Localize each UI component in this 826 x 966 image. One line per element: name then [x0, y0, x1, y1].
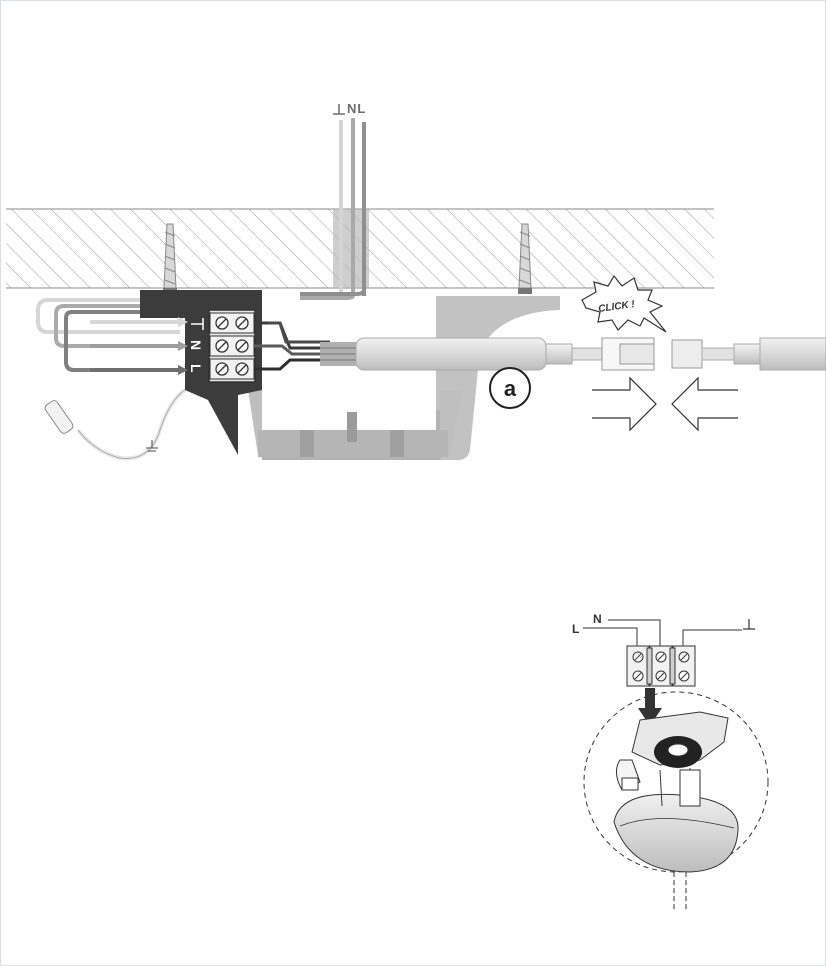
- earth-icon: [333, 104, 345, 115]
- hollow-arrow-left-icon: [671, 376, 738, 432]
- earth-icon: [191, 318, 204, 330]
- click-callout-label: CLICK !: [598, 299, 636, 315]
- inset-suspension: [673, 872, 687, 912]
- top-wire-label: NL: [347, 101, 366, 116]
- click-callout: CLICK !: [581, 274, 667, 333]
- earth-icon: [743, 619, 755, 630]
- wall-plug-right: [518, 223, 532, 294]
- connector-female: [671, 339, 703, 369]
- output-wires: [254, 321, 330, 371]
- arrow-icon: [178, 365, 188, 375]
- luminaire-cable: [320, 337, 826, 371]
- terminal-l-label: L: [188, 364, 204, 373]
- top-wire-labels: NL: [333, 101, 366, 116]
- inset-terminal-block: [626, 645, 696, 687]
- terminal-block: N L: [188, 309, 256, 383]
- inset-label-n: N: [593, 612, 602, 626]
- solid-arrow-down-icon: [638, 688, 662, 726]
- earth-flying-lead: [44, 388, 187, 461]
- inset-dashed-circle: [583, 691, 769, 873]
- terminal-screws: [215, 316, 249, 376]
- step-marker: a: [489, 367, 531, 409]
- inset-label-l: L: [572, 622, 579, 636]
- terminal-n-label: N: [188, 340, 204, 350]
- earth-icon: [146, 440, 158, 452]
- inset-wires: [583, 619, 742, 648]
- arrow-icon: [178, 341, 188, 351]
- inset-luminaire: [613, 711, 739, 873]
- supply-wires: [300, 118, 369, 304]
- inset-detail: L N: [572, 612, 769, 912]
- input-wires: [36, 298, 188, 375]
- step-marker-label: a: [504, 376, 517, 401]
- arrow-icon: [178, 317, 188, 327]
- hollow-arrow-right-icon: [592, 376, 657, 432]
